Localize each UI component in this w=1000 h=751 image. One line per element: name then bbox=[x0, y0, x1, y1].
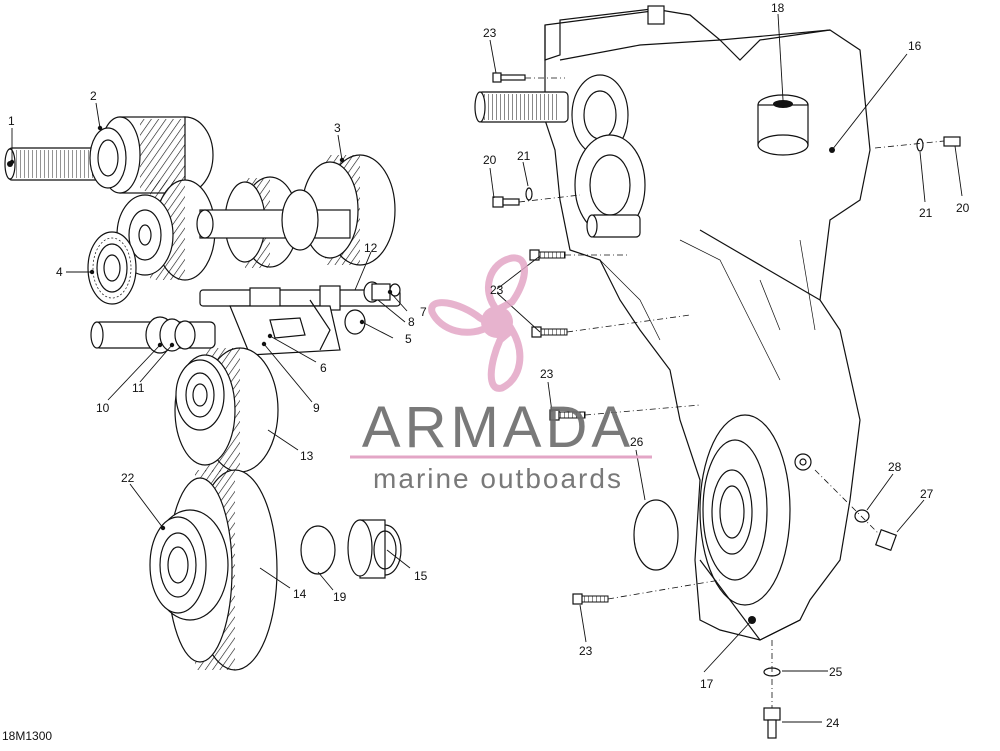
callout-12: 12 bbox=[364, 241, 378, 255]
callout-26: 26 bbox=[630, 435, 644, 449]
callout-8: 8 bbox=[408, 315, 415, 329]
callout-10: 10 bbox=[96, 401, 110, 415]
callout-5: 5 bbox=[405, 332, 412, 346]
callout-24: 24 bbox=[826, 716, 840, 730]
callout-9: 9 bbox=[313, 401, 320, 415]
callout-22: 22 bbox=[121, 471, 135, 485]
callout-21-right: 21 bbox=[919, 206, 933, 220]
callout-21-left: 21 bbox=[517, 149, 531, 163]
callout-16: 16 bbox=[908, 39, 922, 53]
case-input-shaft bbox=[474, 91, 569, 123]
callout-18: 18 bbox=[771, 1, 785, 15]
leader-dots bbox=[9, 102, 835, 624]
callout-1: 1 bbox=[8, 114, 15, 128]
brand-tagline: marine outboards bbox=[373, 463, 623, 494]
callout-17: 17 bbox=[700, 677, 714, 691]
callout-6: 6 bbox=[320, 361, 327, 375]
callout-23-mid: 23 bbox=[490, 283, 504, 297]
propeller-icon bbox=[428, 254, 528, 392]
callout-7: 7 bbox=[420, 305, 427, 319]
callout-4: 4 bbox=[56, 265, 63, 279]
callout-23-top: 23 bbox=[483, 26, 497, 40]
gear-train-assembly bbox=[4, 116, 402, 671]
diagram-code: 18M1300 bbox=[2, 729, 52, 743]
callout-15: 15 bbox=[414, 569, 428, 583]
reduction-gear bbox=[174, 347, 279, 473]
callout-labels: 1 2 3 4 5 6 7 8 9 10 11 12 13 14 15 16 1… bbox=[2, 1, 970, 743]
gearcase-assembly bbox=[474, 5, 871, 641]
breather-cap bbox=[757, 94, 809, 156]
output-shaft bbox=[90, 316, 216, 354]
watermark: ARMADA marine outboards bbox=[350, 254, 652, 494]
callout-28: 28 bbox=[888, 460, 902, 474]
alignment-lines bbox=[518, 77, 945, 708]
callout-13: 13 bbox=[300, 449, 314, 463]
output-gear bbox=[149, 469, 278, 671]
callout-27: 27 bbox=[920, 487, 934, 501]
o-ring bbox=[300, 525, 336, 575]
cluster-gear bbox=[196, 154, 396, 268]
input-shaft bbox=[4, 147, 109, 181]
callout-19: 19 bbox=[333, 590, 347, 604]
callout-2: 2 bbox=[90, 89, 97, 103]
callout-3: 3 bbox=[334, 121, 341, 135]
callout-11: 11 bbox=[132, 381, 145, 395]
callout-20-left: 20 bbox=[483, 153, 497, 167]
brand-name: ARMADA bbox=[362, 395, 634, 460]
intermediate-gear bbox=[116, 179, 216, 281]
shift-rail-assembly bbox=[199, 281, 401, 356]
callout-20-right: 20 bbox=[956, 201, 970, 215]
cover-o-ring bbox=[633, 499, 679, 571]
ball-bearing bbox=[87, 231, 137, 305]
sleeve-bushing bbox=[347, 519, 402, 579]
bearing-cover bbox=[699, 414, 801, 641]
callout-23-lower: 23 bbox=[540, 367, 554, 381]
callout-23-bottom: 23 bbox=[579, 644, 593, 658]
callout-25: 25 bbox=[829, 665, 843, 679]
callout-14: 14 bbox=[293, 587, 307, 601]
